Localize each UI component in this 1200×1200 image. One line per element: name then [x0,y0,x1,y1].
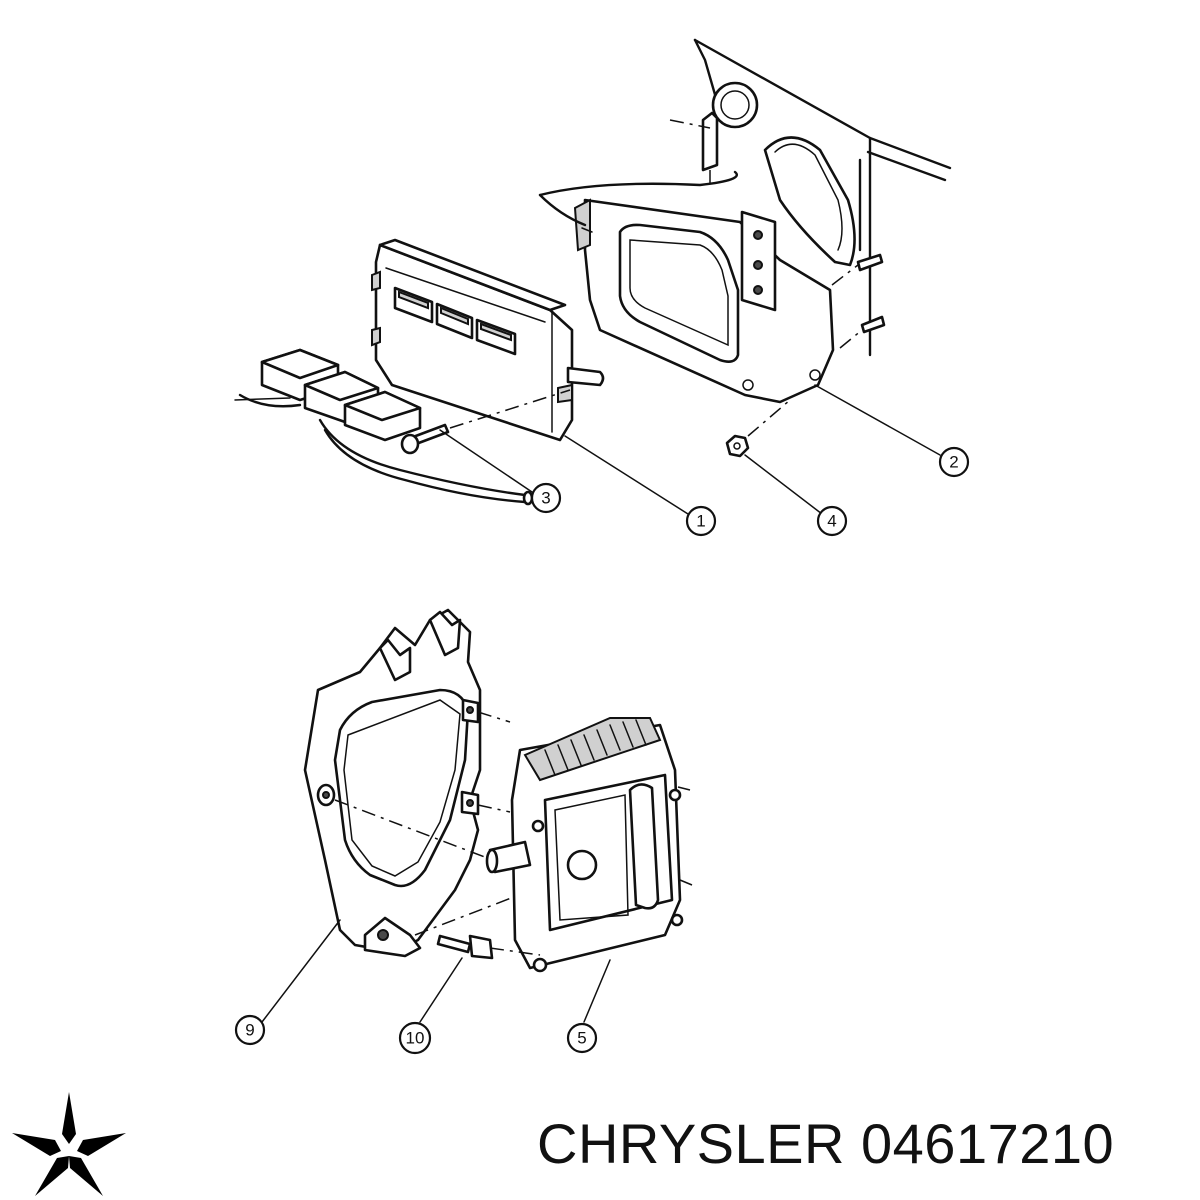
part-caption: CHRYSLER 04617210 [537,1105,1192,1183]
callout-5: 5 [566,1022,598,1054]
wiring-connectors [234,348,534,506]
mounting-bracket-9 [303,608,546,958]
svg-text:5: 5 [577,1029,586,1048]
body-panel [669,38,952,357]
callout-9: 9 [234,1014,266,1046]
mounting-bracket [538,170,886,404]
nut-4 [725,399,791,458]
svg-text:1: 1 [696,512,705,531]
pentastar-logo-icon [12,1092,126,1196]
svg-text:3: 3 [541,489,550,508]
callout-4: 4 [816,505,848,537]
callout-1: 1 [685,505,717,537]
controller-module-5 [485,717,693,973]
svg-text:10: 10 [406,1029,425,1048]
controller-module [371,238,605,442]
callout-10: 10 [398,1021,432,1055]
lower-assembly [261,608,693,1023]
bolt-3 [400,389,571,455]
svg-text:4: 4 [827,512,836,531]
brand-name: CHRYSLER [537,1112,845,1175]
svg-text:9: 9 [245,1021,254,1040]
bolt-10 [436,934,541,960]
callout-2: 2 [938,446,970,478]
upper-assembly [234,38,952,515]
callout-3: 3 [530,482,562,514]
svg-text:2: 2 [949,453,958,472]
part-number: 04617210 [861,1112,1115,1175]
